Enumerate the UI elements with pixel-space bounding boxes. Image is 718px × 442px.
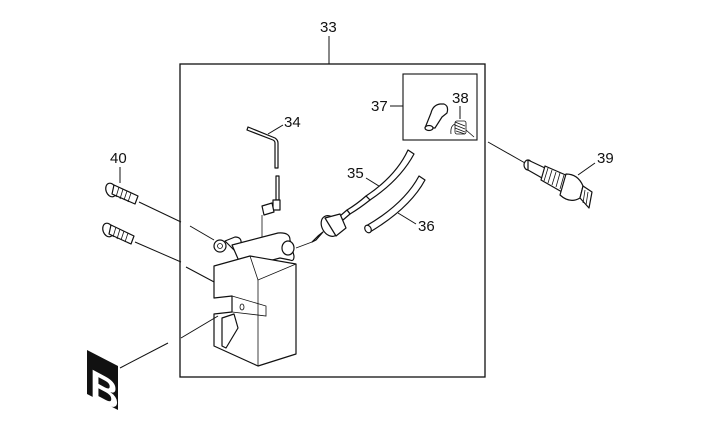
plug-cap-part [424, 103, 449, 132]
callout-40: 40 [110, 150, 127, 167]
tube-part [364, 175, 426, 234]
callout-34: 34 [284, 114, 301, 131]
screw-lower-alignment-line-inner [185, 266, 217, 284]
screw-upper-alignment-line-inner [189, 225, 215, 241]
leader-39 [577, 162, 596, 176]
leader-34 [267, 124, 284, 135]
spark-plug-alignment-line [487, 141, 526, 164]
callout-36: 36 [418, 218, 435, 235]
assembly-33-box [179, 63, 486, 378]
callout-38: 38 [452, 90, 469, 107]
high-tension-cable-part [295, 149, 415, 249]
section-marker-b: B [87, 350, 119, 421]
screw-upper-alignment-line [138, 201, 182, 223]
screw-lower-alignment-line [134, 241, 182, 263]
screw-part-upper [105, 182, 139, 205]
leader-36 [397, 212, 417, 225]
subassembly-37-box [402, 73, 478, 141]
ignition-coil-part [213, 232, 297, 367]
callout-35: 35 [347, 165, 364, 182]
callout-37: 37 [371, 98, 388, 115]
spring-part [450, 120, 475, 138]
section-marker-leader [119, 342, 169, 369]
screw-part-lower [102, 222, 135, 245]
callout-33: 33 [320, 19, 337, 36]
coil-alignment-line [180, 315, 219, 339]
spark-plug-part [523, 159, 593, 209]
wire-part [246, 126, 281, 242]
callout-39: 39 [597, 150, 614, 167]
